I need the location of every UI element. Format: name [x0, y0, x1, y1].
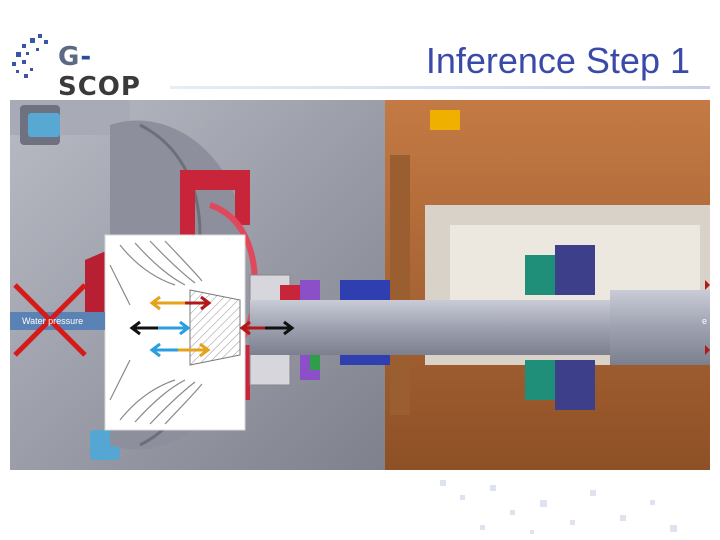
bearing [525, 245, 595, 410]
force-arrows [129, 295, 295, 358]
logo-dots-icon [12, 34, 48, 78]
pump-cross-section [10, 100, 710, 470]
logo-prefix: G [58, 42, 81, 72]
water-pressure-label: Water pressure [22, 316, 84, 326]
logo-wordmark: G-SCOP [58, 42, 141, 102]
gscop-logo: G-SCOP [10, 30, 140, 102]
oil-plug [430, 110, 460, 130]
logo-name: SCOP [58, 72, 141, 102]
cancel-cross-icon [13, 283, 87, 357]
arrow-blue-top [158, 320, 191, 336]
right-edge-label: e [702, 316, 708, 326]
impeller-detail-inset [104, 234, 246, 431]
logo-dash: - [80, 42, 93, 72]
arrow-yellow-top [149, 295, 185, 311]
arrow-yellow-bottom [178, 342, 211, 358]
title-rule [170, 86, 710, 89]
top-bolt [28, 113, 60, 137]
arrow-red-right [239, 320, 265, 336]
slide-title: Inference Step 1 [425, 40, 690, 81]
water-pressure-bar [10, 312, 105, 330]
decorative-dots [440, 480, 677, 534]
arrow-black-left [129, 320, 158, 336]
arrow-black-right [265, 320, 295, 336]
arrow-blue-bottom [149, 342, 178, 358]
arrow-red-top [185, 295, 212, 311]
